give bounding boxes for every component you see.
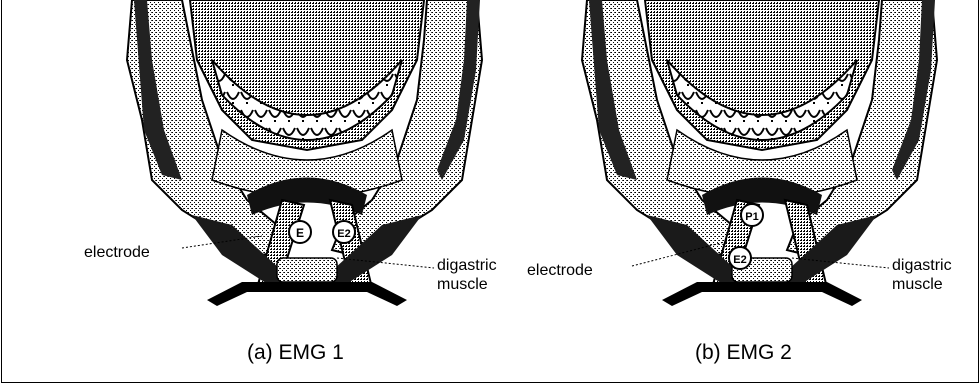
- electrode-2-label: E2: [337, 228, 350, 240]
- panel-emg1: E E2 electrode digastric muscle (a) EMG …: [72, 0, 532, 382]
- panel-emg2: P1 E2 electrode digastric muscle (b) EMG…: [527, 0, 979, 382]
- electrode-label: electrode: [527, 262, 593, 280]
- electrode-2-label: E2: [733, 254, 746, 266]
- digastric-label: digastric: [437, 257, 497, 275]
- digastric-label: digastric: [892, 257, 952, 275]
- muscle-label: muscle: [892, 276, 943, 294]
- electrode-label: electrode: [84, 244, 150, 262]
- electrode-1-label: E: [296, 226, 304, 240]
- muscle-label: muscle: [437, 276, 488, 294]
- caption-emg2: (b) EMG 2: [695, 341, 792, 365]
- caption-emg1: (a) EMG 1: [247, 341, 344, 365]
- electrode-1-label: P1: [745, 211, 758, 223]
